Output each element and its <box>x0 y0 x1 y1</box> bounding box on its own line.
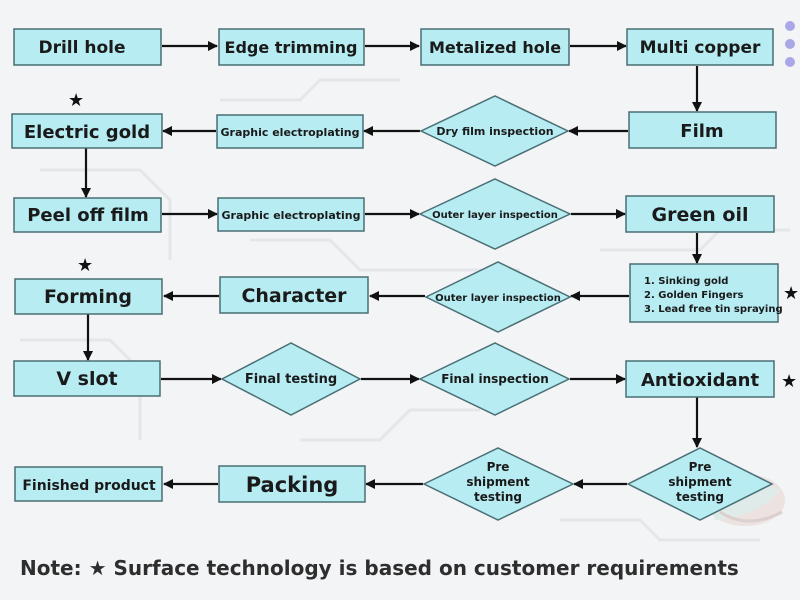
star-icon: ★ <box>783 283 799 304</box>
node-label: Outer layer inspection <box>435 293 561 304</box>
node-label: Graphic electroplating <box>222 209 361 222</box>
node-final-testing: Final testing <box>220 342 362 416</box>
node-label: Outer layer inspection <box>432 210 558 221</box>
star-icon: ★ <box>88 556 107 580</box>
node-label: Packing <box>246 473 339 497</box>
node-label: shipment <box>466 475 530 489</box>
node-label: Peel off film <box>27 205 149 226</box>
node-label: Finished product <box>22 478 156 494</box>
node-surface-options: 1. Sinking gold 2. Golden Fingers 3. Lea… <box>629 263 783 323</box>
node-label: Dry film inspection <box>436 125 553 138</box>
surface-option-item: 2. Golden Fingers <box>644 290 744 301</box>
node-character: Character <box>219 276 369 314</box>
node-label: Drill hole <box>38 38 125 58</box>
node-graphic-electroplating-1: Graphic electroplating <box>216 114 364 149</box>
node-pre-shipment-testing-1: Pre shipment testing <box>422 447 575 521</box>
node-label: shipment <box>668 475 732 489</box>
node-drill-hole: Drill hole <box>13 28 162 66</box>
node-label: testing <box>474 490 522 504</box>
node-edge-trimming: Edge trimming <box>218 28 365 66</box>
node-label: testing <box>676 490 724 504</box>
node-pre-shipment-testing-2: Pre shipment testing <box>626 447 774 521</box>
node-outer-layer-inspection-2: Outer layer inspection <box>424 261 572 333</box>
node-antioxidant: Antioxidant <box>625 360 775 398</box>
node-peel-off-film: Peel off film <box>13 197 162 233</box>
node-label: V slot <box>56 368 117 390</box>
node-green-oil: Green oil <box>625 195 775 233</box>
node-label: Pre <box>689 460 712 474</box>
node-label: Final testing <box>245 372 337 387</box>
node-v-slot: V slot <box>13 360 161 397</box>
surface-option-item: 3. Lead free tin spraying <box>644 304 783 315</box>
node-label: Edge trimming <box>225 38 358 57</box>
node-outer-layer-inspection-1: Outer layer inspection <box>418 178 572 250</box>
footnote: Note: ★ Surface technology is based on c… <box>20 556 790 580</box>
note-prefix: Note: <box>20 556 82 580</box>
node-forming: Forming <box>14 278 163 315</box>
node-electric-gold: Electric gold <box>11 113 163 149</box>
node-metalized-hole: Metalized hole <box>420 28 570 66</box>
node-multi-copper: Multi copper <box>626 28 774 66</box>
node-label: Antioxidant <box>641 370 760 391</box>
node-packing: Packing <box>218 465 366 503</box>
node-label: Character <box>241 285 347 307</box>
node-final-inspection: Final inspection <box>418 342 571 416</box>
node-film: Film <box>628 111 777 149</box>
node-graphic-electroplating-2: Graphic electroplating <box>217 197 365 232</box>
star-icon: ★ <box>781 371 797 392</box>
node-label: Graphic electroplating <box>221 126 360 139</box>
node-dry-film-inspection: Dry film inspection <box>419 95 570 167</box>
flow-arrows <box>81 41 702 489</box>
node-label: Multi copper <box>640 38 761 58</box>
star-icon: ★ <box>77 255 93 276</box>
note-text: Surface technology is based on customer … <box>113 556 739 580</box>
star-icon: ★ <box>68 90 84 111</box>
decorative-dots <box>785 21 795 67</box>
node-label: Final inspection <box>441 372 549 386</box>
node-label: Metalized hole <box>429 38 561 57</box>
node-label: Film <box>680 121 723 142</box>
node-label: Forming <box>44 286 132 308</box>
surface-option-item: 1. Sinking gold <box>644 276 728 287</box>
node-finished-product: Finished product <box>14 466 163 502</box>
node-label: Pre <box>487 460 510 474</box>
node-label: Green oil <box>652 204 749 226</box>
node-label: Electric gold <box>24 122 150 143</box>
background-circuit-pattern <box>20 78 790 542</box>
